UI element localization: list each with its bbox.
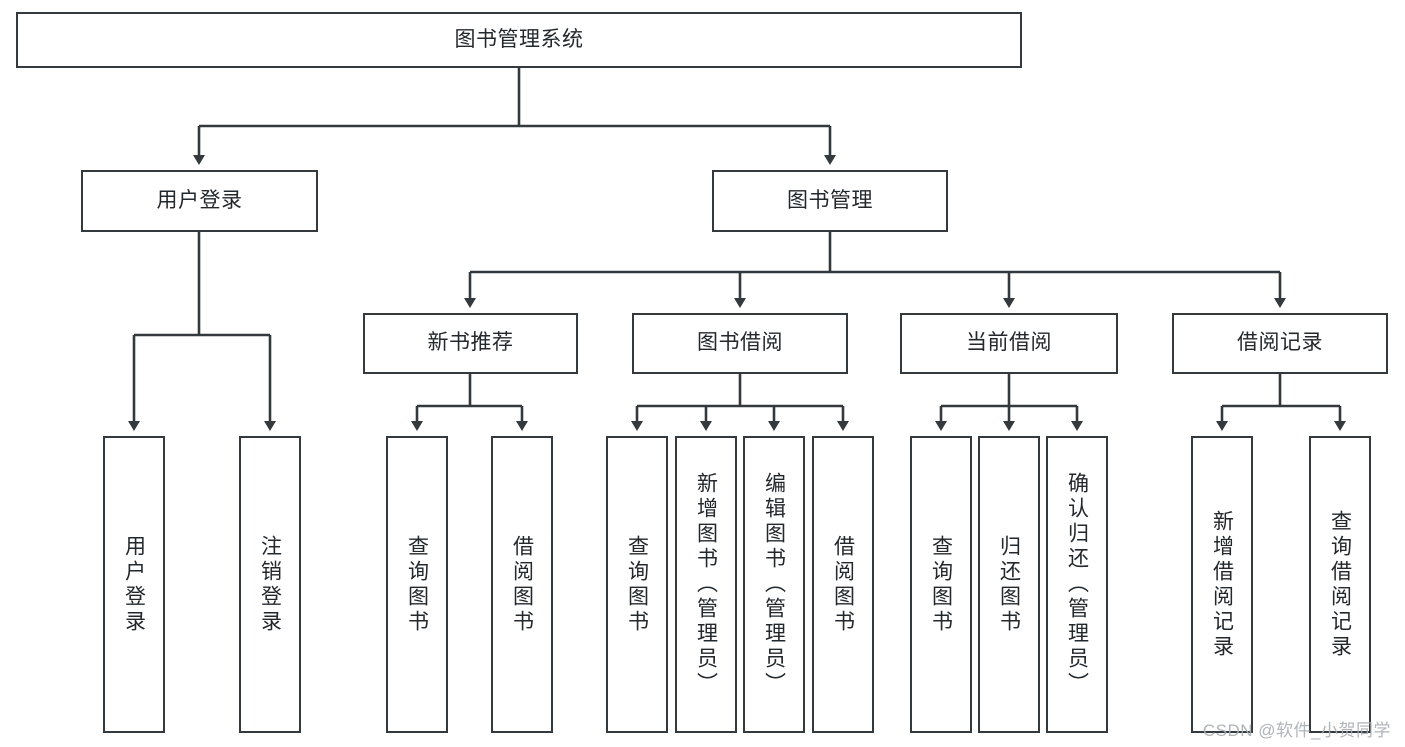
node-leaf-add-borrow-record[interactable]: 新增借阅记录 <box>1191 436 1253 733</box>
node-current-borrow[interactable]: 当前借阅 <box>900 313 1118 374</box>
node-leaf-query-book-3[interactable]: 查询图书 <box>910 436 972 733</box>
node-leaf-user-login-label: 用户登录 <box>122 534 146 635</box>
node-book-borrow[interactable]: 图书借阅 <box>632 313 848 374</box>
node-root[interactable]: 图书管理系统 <box>16 12 1022 68</box>
node-leaf-confirm-return-admin-label: 确认归还（管理员） <box>1065 472 1089 697</box>
node-user-login[interactable]: 用户登录 <box>81 170 318 232</box>
node-leaf-logout-label: 注销登录 <box>258 534 282 635</box>
node-book-management[interactable]: 图书管理 <box>712 170 948 232</box>
node-leaf-edit-book-admin[interactable]: 编辑图书（管理员） <box>743 436 805 733</box>
node-leaf-user-login[interactable]: 用户登录 <box>103 436 165 733</box>
node-leaf-borrow-book-2[interactable]: 借阅图书 <box>812 436 874 733</box>
node-leaf-query-book-3-label: 查询图书 <box>929 534 953 635</box>
node-leaf-query-book-2-label: 查询图书 <box>625 534 649 635</box>
node-new-book-recommend[interactable]: 新书推荐 <box>363 313 578 374</box>
node-book-borrow-label: 图书借阅 <box>697 331 783 355</box>
node-leaf-query-book-2[interactable]: 查询图书 <box>606 436 668 733</box>
node-current-borrow-label: 当前借阅 <box>966 331 1052 355</box>
node-book-management-label: 图书管理 <box>787 188 873 212</box>
node-leaf-borrow-book-1-label: 借阅图书 <box>510 534 534 635</box>
node-leaf-query-borrow-record[interactable]: 查询借阅记录 <box>1309 436 1371 733</box>
node-leaf-return-book[interactable]: 归还图书 <box>978 436 1040 733</box>
node-borrow-record-label: 借阅记录 <box>1237 331 1323 355</box>
node-leaf-confirm-return-admin[interactable]: 确认归还（管理员） <box>1046 436 1108 733</box>
node-new-book-recommend-label: 新书推荐 <box>427 331 514 355</box>
node-leaf-query-borrow-record-label: 查询借阅记录 <box>1328 509 1352 660</box>
node-root-label: 图书管理系统 <box>454 27 584 51</box>
node-leaf-edit-book-admin-label: 编辑图书（管理员） <box>762 472 786 697</box>
node-leaf-borrow-book-1[interactable]: 借阅图书 <box>491 436 553 733</box>
node-borrow-record[interactable]: 借阅记录 <box>1172 313 1388 374</box>
node-leaf-add-book-admin[interactable]: 新增图书（管理员） <box>675 436 737 733</box>
node-leaf-return-book-label: 归还图书 <box>997 534 1021 635</box>
node-leaf-borrow-book-2-label: 借阅图书 <box>831 534 855 635</box>
csdn-watermark: CSDN @软件_小贺同学 <box>1202 721 1391 740</box>
node-leaf-query-book-1-label: 查询图书 <box>405 534 429 635</box>
node-leaf-add-borrow-record-label: 新增借阅记录 <box>1210 509 1234 660</box>
node-user-login-label: 用户登录 <box>156 188 243 212</box>
node-leaf-add-book-admin-label: 新增图书（管理员） <box>694 472 718 697</box>
node-leaf-query-book-1[interactable]: 查询图书 <box>386 436 448 733</box>
node-leaf-logout[interactable]: 注销登录 <box>239 436 301 733</box>
